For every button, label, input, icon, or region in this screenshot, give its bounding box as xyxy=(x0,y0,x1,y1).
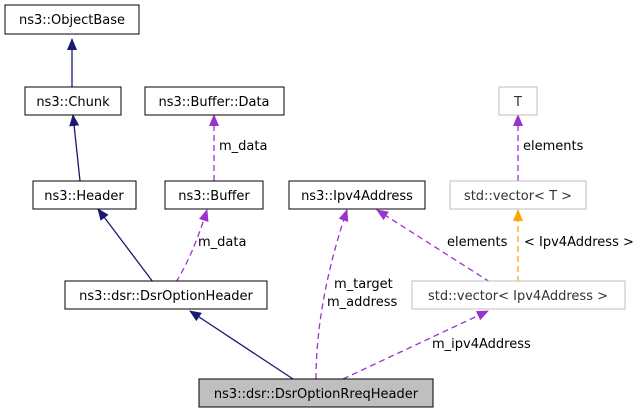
node-buffer-data[interactable]: ns3::Buffer::Data xyxy=(144,86,285,116)
edge-header-to-chunk xyxy=(69,114,81,182)
edge-dsroptionheader-to-header xyxy=(97,208,154,283)
svg-text:T: T xyxy=(513,95,522,110)
node-dsroptionheader[interactable]: ns3::dsr::DsrOptionHeader xyxy=(64,280,268,310)
node-dsroptionrreqheader[interactable]: ns3::dsr::DsrOptionRreqHeader xyxy=(198,378,434,408)
edge-label-m-data-buffer: m_data xyxy=(219,139,267,154)
svg-text:ns3::Header: ns3::Header xyxy=(44,189,124,204)
edge-label-m-data-dsr: m_data xyxy=(198,235,246,250)
node-vector-t[interactable]: std::vector< T > xyxy=(449,180,587,210)
svg-text:ns3::dsr::DsrOptionHeader: ns3::dsr::DsrOptionHeader xyxy=(79,289,253,304)
svg-text:std::vector< Ipv4Address >: std::vector< Ipv4Address > xyxy=(428,289,608,304)
node-ipv4address[interactable]: ns3::Ipv4Address xyxy=(288,180,426,210)
edge-vectoripv4-to-ipv4address xyxy=(376,209,491,283)
svg-text:ns3::Chunk: ns3::Chunk xyxy=(36,95,110,110)
svg-text:ns3::ObjectBase: ns3::ObjectBase xyxy=(19,13,125,28)
svg-text:ns3::dsr::DsrOptionRreqHeader: ns3::dsr::DsrOptionRreqHeader xyxy=(214,387,419,402)
node-t[interactable]: T xyxy=(498,86,538,116)
node-chunk[interactable]: ns3::Chunk xyxy=(24,86,122,116)
edge-label-elements-t: elements xyxy=(523,139,584,154)
svg-text:ns3::Ipv4Address: ns3::Ipv4Address xyxy=(301,189,413,204)
edge-label-m-target: m_target xyxy=(334,277,393,292)
node-objectbase[interactable]: ns3::ObjectBase xyxy=(4,4,140,35)
edge-rreq-to-vectoripv4 xyxy=(342,310,489,380)
svg-text:ns3::Buffer: ns3::Buffer xyxy=(178,189,250,204)
node-header[interactable]: ns3::Header xyxy=(32,180,137,210)
edge-label-m-address: m_address xyxy=(327,295,397,310)
edge-label-m-ipv4address: m_ipv4Address xyxy=(432,337,531,352)
edge-label-template-arg: < Ipv4Address > xyxy=(524,235,634,250)
svg-text:ns3::Buffer::Data: ns3::Buffer::Data xyxy=(158,95,269,110)
svg-text:std::vector< T >: std::vector< T > xyxy=(464,189,572,204)
edge-dsroptionheader-to-buffer xyxy=(175,209,209,283)
edge-rreq-to-ipv4address xyxy=(315,209,349,380)
node-buffer[interactable]: ns3::Buffer xyxy=(164,180,264,210)
node-vector-ipv4address[interactable]: std::vector< Ipv4Address > xyxy=(411,280,626,310)
edge-rreq-to-dsroptionheader xyxy=(189,310,294,380)
edge-label-elements-ipv4: elements xyxy=(447,235,508,250)
